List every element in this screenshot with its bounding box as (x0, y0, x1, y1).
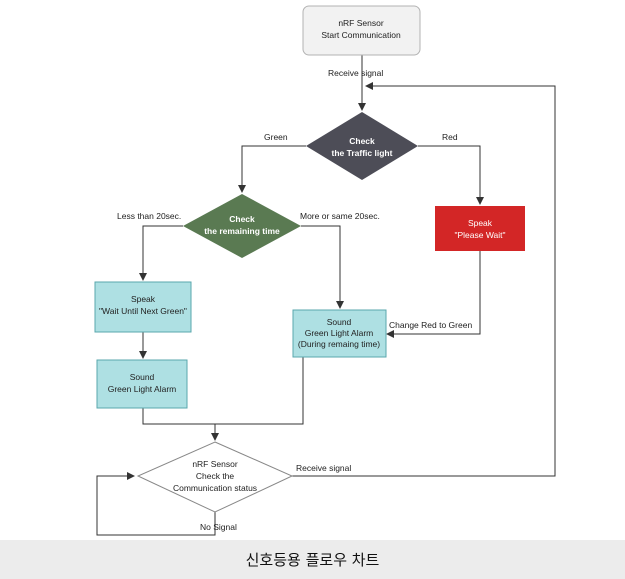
node-sound-green-alarm-remaining: Sound Green Light Alarm (During remaing … (292, 309, 387, 358)
node-speak-wait-until-next-green: Speak "Wait Until Next Green" (94, 281, 192, 333)
edge-traffic-red (418, 145, 484, 205)
edges (96, 55, 556, 536)
node-check-traffic-light: Check the Traffic light (306, 112, 418, 180)
svg-text:the Traffic light: the Traffic light (332, 148, 393, 158)
flowchart: Receive signal Green Red Less than 20sec… (94, 5, 556, 536)
label-green: Green (264, 132, 288, 142)
svg-text:"Please Wait": "Please Wait" (454, 230, 505, 240)
label-no-signal: No Signal (200, 522, 237, 532)
svg-text:Sound: Sound (327, 317, 352, 327)
svg-text:Green Light Alarm: Green Light Alarm (108, 384, 177, 394)
svg-text:Check: Check (349, 136, 375, 146)
svg-text:Green Light Alarm: Green Light Alarm (305, 328, 374, 338)
edge-status-receive-loop (292, 82, 556, 477)
node-check-communication-status: nRF Sensor Check the Communication statu… (136, 441, 294, 513)
edge-traffic-green (238, 145, 306, 193)
svg-text:Speak: Speak (131, 294, 156, 304)
svg-text:Check the: Check the (196, 471, 235, 481)
svg-text:Check: Check (229, 214, 255, 224)
node-sound-green-alarm: Sound Green Light Alarm (96, 359, 188, 409)
edge-alarm-to-status (142, 408, 215, 425)
label-receive-signal-top: Receive signal (328, 68, 383, 78)
svg-text:Start Communication: Start Communication (321, 30, 401, 40)
svg-text:(During remaing time): (During remaing time) (298, 339, 380, 349)
svg-text:nRF Sensor: nRF Sensor (338, 18, 384, 28)
svg-text:the remaining time: the remaining time (204, 226, 280, 236)
svg-text:nRF Sensor: nRF Sensor (192, 459, 238, 469)
edge-time-more (301, 225, 344, 309)
label-change-red-to-green: Change Red to Green (389, 320, 472, 330)
node-check-remaining-time: Check the remaining time (183, 194, 301, 258)
svg-text:"Wait Until Next Green": "Wait Until Next Green" (99, 306, 187, 316)
svg-text:Sound: Sound (130, 372, 155, 382)
edge-labels: Receive signal Green Red Less than 20sec… (117, 68, 472, 532)
node-start: nRF Sensor Start Communication (302, 5, 421, 56)
edge-alarmlong-to-status (215, 357, 304, 425)
caption-bar: 신호등용 플로우 차트 (0, 540, 625, 579)
edge-wait-to-alarmlong (386, 251, 481, 338)
svg-text:Speak: Speak (468, 218, 493, 228)
label-less-than-20sec: Less than 20sec. (117, 211, 181, 221)
edge-time-less (139, 225, 183, 281)
figure-caption: 신호등용 플로우 차트 (245, 551, 380, 569)
label-red: Red (442, 132, 458, 142)
label-receive-signal-right: Receive signal (296, 463, 351, 473)
node-speak-please-wait: Speak "Please Wait" (435, 206, 525, 251)
svg-text:Communication status: Communication status (173, 483, 257, 493)
label-more-or-same-20sec: More or same 20sec. (300, 211, 380, 221)
edge-status-no-signal-loop (96, 472, 216, 536)
